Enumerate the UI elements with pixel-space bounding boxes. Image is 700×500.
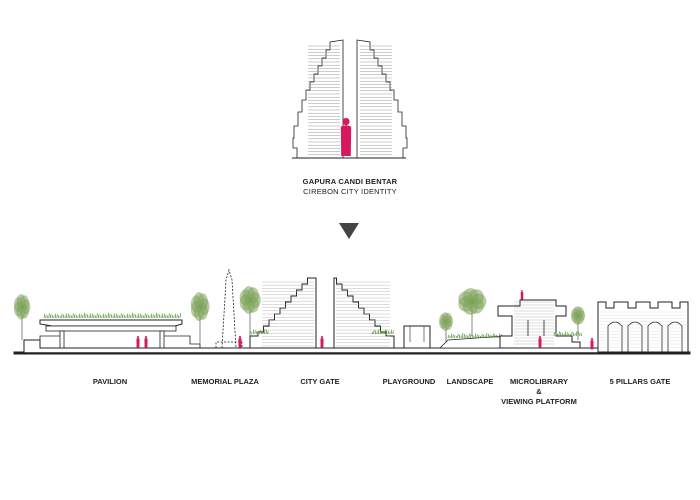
gate-left-half — [292, 39, 344, 159]
city-gate — [249, 277, 395, 349]
gate-hatching — [308, 45, 392, 156]
grass-strip — [249, 329, 269, 335]
person-figure — [320, 336, 324, 348]
person-figure — [590, 338, 594, 350]
tree-icon — [239, 286, 261, 336]
grass-strip — [553, 331, 583, 337]
down-arrow-icon — [339, 223, 359, 239]
zone-label-pavilion: PAVILION — [92, 377, 128, 386]
five-pillars-gate — [597, 301, 689, 353]
gate-right-half — [356, 39, 408, 159]
site-section — [13, 268, 691, 355]
diagram-title: GAPURA CANDI BENTAR — [302, 177, 398, 186]
person-figure — [538, 336, 542, 348]
person-figure — [340, 118, 352, 156]
person-figure — [136, 336, 140, 348]
gapura-elevation — [292, 39, 408, 159]
tree-icon — [571, 306, 586, 340]
person-figure — [340, 118, 352, 156]
landscape — [439, 288, 516, 349]
playground-frame — [403, 312, 454, 349]
tree-icon — [439, 312, 454, 346]
pavilion — [13, 292, 210, 349]
zone-label-playground: PLAYGROUND — [382, 377, 436, 386]
tree-icon — [458, 288, 487, 336]
person-figure — [238, 336, 242, 348]
tree-icon — [13, 294, 31, 340]
zone-label-city-gate: CITY GATE — [300, 377, 340, 386]
tree-icon — [190, 292, 210, 344]
zone-label-landscape: LANDSCAPE — [446, 377, 494, 386]
zone-label-microlibrary: MICROLIBRARY & VIEWING PLATFORM — [501, 377, 577, 406]
diagram-subtitle: CIREBON CITY IDENTITY — [303, 187, 397, 196]
person-figure — [144, 336, 148, 348]
memorial-obelisk — [215, 268, 261, 349]
grass-strip — [371, 329, 394, 335]
zone-label-5-pillars-gate: 5 PILLARS GATE — [609, 377, 671, 386]
grass-strip — [447, 333, 504, 339]
microlibrary — [497, 290, 594, 350]
grass-strip — [43, 312, 181, 319]
ground-profile — [13, 339, 691, 355]
person-figure — [520, 290, 524, 300]
zone-label-memorial-plaza: MEMORIAL PLAZA — [191, 377, 259, 386]
